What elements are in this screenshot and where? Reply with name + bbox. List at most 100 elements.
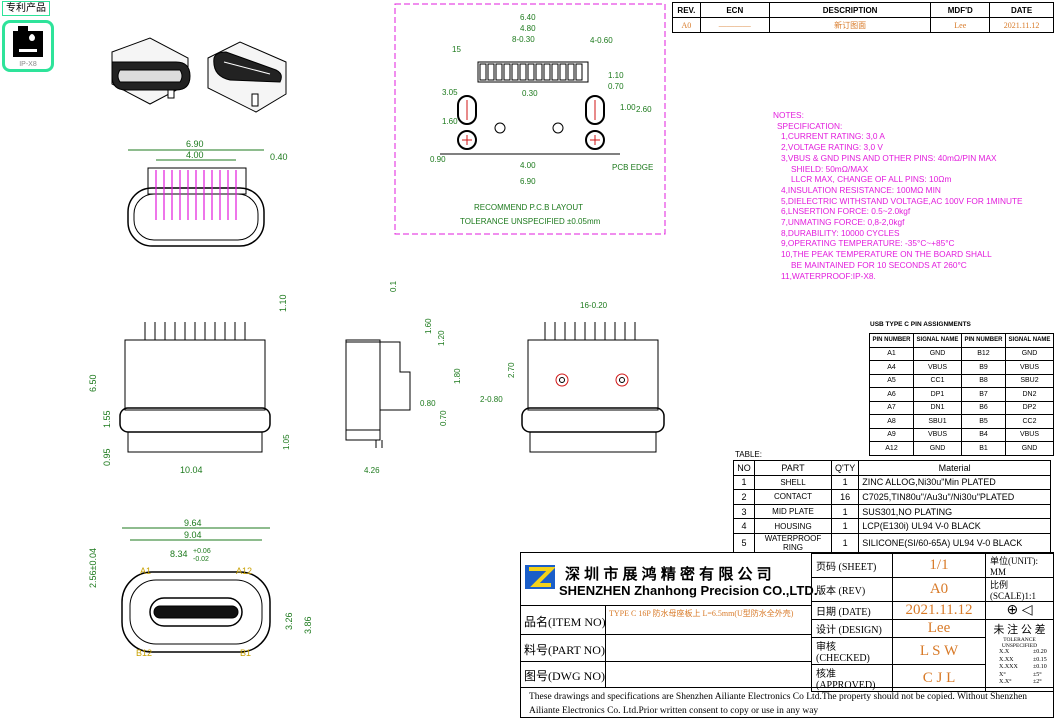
item-label: 品名(ITEM NO) xyxy=(524,615,606,629)
pin-cell: SBU2 xyxy=(1004,373,1055,388)
bom-cell: 2 xyxy=(733,489,755,505)
note-line: 6,LNSERTION FORCE: 0.5~2.0kgf xyxy=(781,206,911,217)
pcb-tolerance: TOLERANCE UNSPECIFIED ±0.05mm xyxy=(460,217,601,226)
note-line: SPECIFICATION: xyxy=(777,120,843,131)
pin-cell: GND xyxy=(913,441,962,456)
bottom-dim-7: 3.86 xyxy=(303,616,313,634)
bottom-dim-2: 8.34 xyxy=(170,549,188,559)
pcb-dim-2: 8-0.30 xyxy=(512,35,535,44)
note-line: 9,OPERATING TEMPERATURE: -35°C~+85°C xyxy=(781,238,955,249)
tolerance-row: X.XXX±0.10 xyxy=(999,664,1050,672)
bottom-dim-5: 2.56±0.04 xyxy=(88,548,98,588)
note-line: 1,CURRENT RATING: 3,0 A xyxy=(781,131,885,142)
note-line: 10,THE PEAK TEMPERATURE ON THE BOARD SHA… xyxy=(781,249,992,260)
bom-cell: SHELL xyxy=(754,474,832,491)
pin-cell: A9 xyxy=(869,427,914,442)
profile-dim-3: 1.80 xyxy=(453,368,462,384)
description-header: DESCRIPTION xyxy=(768,2,932,18)
bottom-dim-6: 3.26 xyxy=(284,612,294,630)
approved-value: C J L xyxy=(892,664,986,692)
pin-table-title: USB TYPE C PIN ASSIGNMENTS xyxy=(870,321,971,328)
pcb-dim-11: 2.60 xyxy=(636,105,652,114)
bom-cell: SUS301,NO PLATING xyxy=(858,503,1051,520)
pcb-dim-3: 4-0.60 xyxy=(590,36,613,45)
tolerance-format: X.X° xyxy=(999,679,1012,685)
tolerance-value: ±0.15 xyxy=(1033,656,1047,663)
bom-cell: LCP(E130i) UL94 V-0 BLACK xyxy=(858,518,1051,534)
pin-cell: GND xyxy=(1004,441,1055,456)
pin-header-2: PIN NUMBER xyxy=(960,333,1006,348)
profile-dim-0: 0.1 xyxy=(389,280,398,292)
bottom-dim-4: -0.02 xyxy=(193,556,209,563)
bottom-dim-0: 9.64 xyxy=(184,518,202,528)
bom-cell: 16 xyxy=(830,489,860,505)
note-line: 11,WATERPROOF:IP-X8. xyxy=(781,270,876,281)
pin-cell: DP1 xyxy=(913,387,962,402)
bom-cell: 1 xyxy=(733,474,755,491)
bom-cell: CONTACT xyxy=(754,489,832,505)
profile-dim-4: 0.80 xyxy=(420,399,436,408)
rear-view xyxy=(521,322,665,453)
pcb-dim-7: 3.05 xyxy=(442,88,458,97)
bom-title: TABLE: xyxy=(735,450,762,459)
pin-cell: CC2 xyxy=(1004,414,1055,429)
side-dim-4: 10.04 xyxy=(180,465,203,475)
pcb-dim-4: 15 xyxy=(452,45,461,54)
unit-label: 单位(UNIT): MM xyxy=(985,553,1054,578)
tolerance-subtitle: TOLERANCE UNSPECIFIED xyxy=(1001,637,1038,649)
iso-view-left xyxy=(111,37,191,105)
design-value: Lee xyxy=(892,619,986,638)
pin-cell: A1 xyxy=(869,346,914,361)
date-value: 2021.11.12 xyxy=(892,601,986,620)
profile-dim-5: 1.05 xyxy=(282,434,291,450)
pin-cell: GND xyxy=(1004,346,1055,361)
note-line: 4,INSULATION RESISTANCE: 100MΩ MIN xyxy=(781,184,941,195)
ecn-cell: ———— xyxy=(699,17,770,33)
bom-cell: C7025,TIN80u"/Au3u"/Ni30u"PLATED xyxy=(858,489,1051,505)
rear-dim-2: 2-0.80 xyxy=(480,395,503,404)
note-line: 7,UNMATING FORCE: 0,8-2,0kgf xyxy=(781,217,905,228)
projection-symbol-icon: ⊕ ◁ xyxy=(985,601,1054,620)
pin-cell: GND xyxy=(913,346,962,361)
checked-label: 审核 (CHECKED) xyxy=(811,637,893,665)
title-block: 深 圳 市 展 鸿 精 密 有 限 公 司 SHENZHEN Zhanhong … xyxy=(520,552,1054,718)
dwg-label: 图号(DWG NO) xyxy=(524,669,605,683)
rear-dim-0: 16-0.20 xyxy=(580,301,608,310)
tolerance-value: ±2° xyxy=(1033,679,1042,685)
front-dim-inner: 4.00 xyxy=(186,150,204,160)
bottom-dim-1: 9.04 xyxy=(184,530,202,540)
tolerance-format: X.XXX xyxy=(999,664,1018,670)
pin-label-a12: A12 xyxy=(236,566,252,576)
side-dim-3: 0.95 xyxy=(102,448,112,466)
note-line: 5,DIELECTRIC WITHSTAND VOLTAGE,AC 100V F… xyxy=(781,195,1023,206)
pcb-dim-1: 4.80 xyxy=(520,24,536,33)
tolerance-format: X.XX xyxy=(999,656,1014,663)
pin-cell: B4 xyxy=(960,427,1006,442)
pin-label-b12: B12 xyxy=(136,648,152,658)
side-dim-0: 1.10 xyxy=(278,294,288,312)
pin-cell: VBUS xyxy=(1004,427,1055,442)
side-view xyxy=(119,322,271,453)
svg-text:IP-X8: IP-X8 xyxy=(19,61,37,68)
note-line: 3,VBUS & GND PINS AND OTHER PINS: 40mΩ/P… xyxy=(781,152,997,163)
checked-value: L S W xyxy=(892,637,986,665)
profile-view xyxy=(345,339,411,448)
part-label: 料号(PART NO) xyxy=(524,643,605,657)
description-cell: 新订图面 xyxy=(768,17,932,33)
front-dim-width: 6.90 xyxy=(186,139,204,149)
tolerance-row: X.X±0.20 xyxy=(999,649,1050,657)
pin-header-1: SIGNAL NAME xyxy=(913,333,962,348)
pcb-layout-title: RECOMMEND P.C.B LAYOUT xyxy=(474,203,583,212)
iso-view-right xyxy=(207,41,287,113)
tolerance-format: X° xyxy=(999,671,1006,678)
